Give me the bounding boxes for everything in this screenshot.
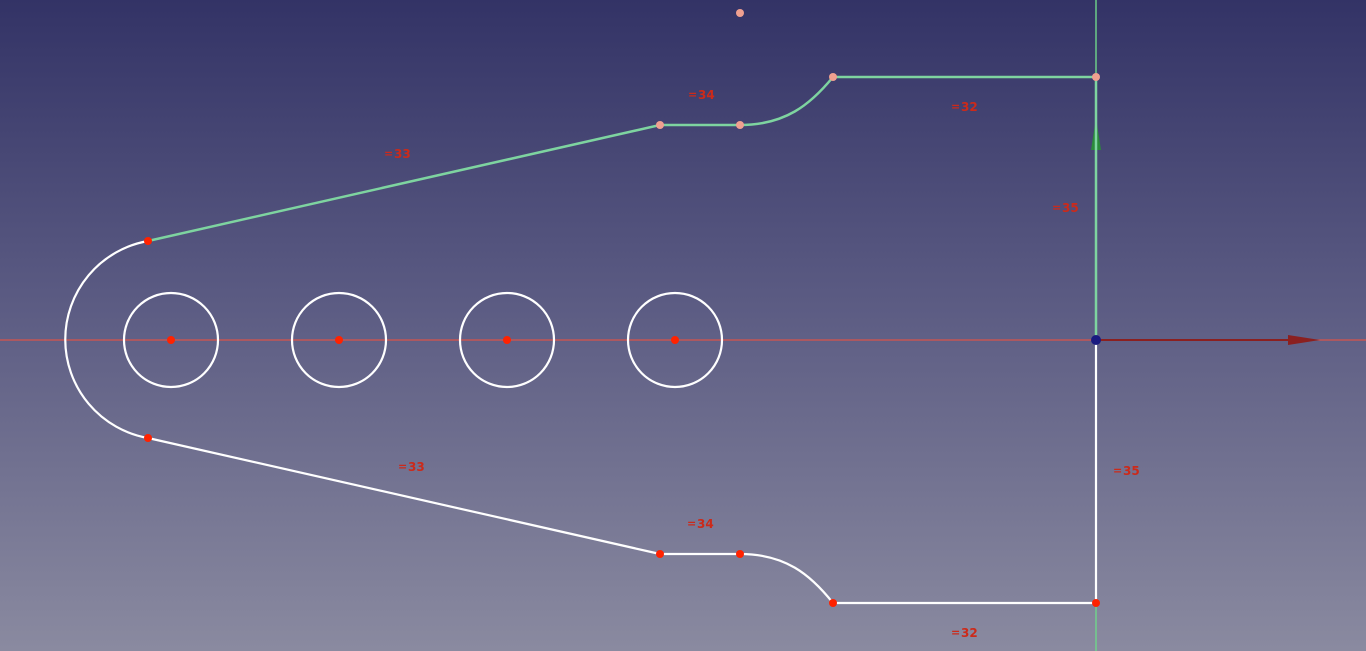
vertex[interactable] [736,550,744,558]
origin-point[interactable] [1091,335,1101,345]
vertex[interactable] [1092,599,1100,607]
equal-constraint[interactable]: = 33 [398,460,425,474]
upper-fillet-arc[interactable] [739,76,834,127]
equal-constraint[interactable]: = 32 [951,626,978,640]
equal-constraint-symbol: = [687,517,696,530]
equal-constraint[interactable]: = 34 [688,88,715,102]
equal-constraint[interactable]: = 35 [1052,201,1079,215]
constraint-labels: = 34 = 32 = 33 = 35 = 33 = 35 = 34 = 32 [384,88,1140,640]
holes [122,291,724,389]
hole-center-vertex[interactable] [671,336,679,344]
equal-constraint-symbol: = [951,626,960,639]
selected-vertex[interactable] [1092,73,1100,81]
selected-vertex[interactable] [736,121,744,129]
equal-constraint[interactable]: = 34 [687,517,714,531]
hole-circle[interactable] [458,291,556,389]
hole-center-vertex[interactable] [167,336,175,344]
equal-constraint-symbol: = [688,88,697,101]
equal-constraint[interactable]: = 33 [384,147,411,161]
equal-constraint-value: 32 [961,626,978,640]
equal-constraint-value: 34 [697,517,714,531]
selected-vertex[interactable] [736,9,744,17]
vertex[interactable] [144,434,152,442]
unselected-profile[interactable] [64,239,1098,605]
hole-circle[interactable] [626,291,724,389]
equal-constraint-value: 33 [408,460,425,474]
left-end-arc[interactable] [64,239,149,440]
equal-constraint-symbol: = [1052,201,1061,214]
selected-profile[interactable] [147,75,1098,340]
hole-center-vertex[interactable] [335,336,343,344]
selected-vertex[interactable] [829,73,837,81]
equal-constraint[interactable]: = 35 [1113,464,1140,478]
equal-constraint-value: 32 [961,100,978,114]
selected-vertex[interactable] [656,121,664,129]
equal-constraint-symbol: = [951,100,960,113]
vertex[interactable] [829,599,837,607]
equal-constraint-symbol: = [1113,464,1122,477]
x-direction-arrow-head [1288,335,1320,345]
vertices [144,9,1101,607]
vertex[interactable] [656,550,664,558]
equal-constraint-value: 35 [1123,464,1140,478]
equal-constraint[interactable]: = 32 [951,100,978,114]
equal-constraint-value: 33 [394,147,411,161]
hole-circle[interactable] [290,291,388,389]
vertex[interactable] [144,237,152,245]
equal-constraint-value: 34 [698,88,715,102]
equal-constraint-symbol: = [384,147,393,160]
equal-constraint-value: 35 [1062,201,1079,215]
hole-center-vertex[interactable] [503,336,511,344]
hole-circle[interactable] [122,291,220,389]
equal-constraint-symbol: = [398,460,407,473]
upper-slanted-line[interactable] [147,123,661,243]
lower-fillet-arc[interactable] [739,552,834,604]
lower-slanted-line[interactable] [147,436,661,556]
